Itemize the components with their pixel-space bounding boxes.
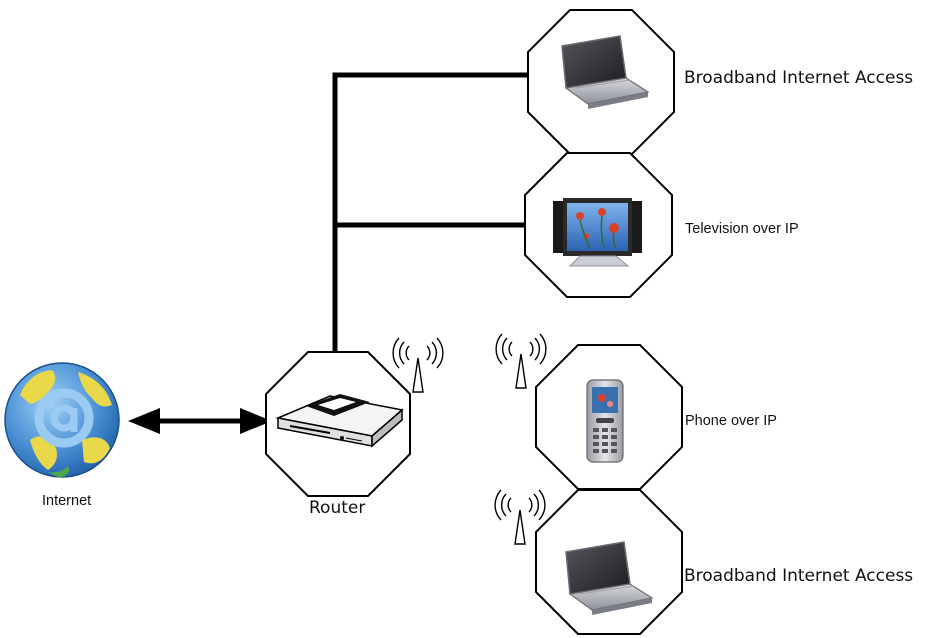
router-label: Router (309, 498, 366, 518)
arrow-head-left (128, 408, 160, 434)
antenna-icon-phone (495, 333, 547, 389)
television-icon (553, 198, 642, 267)
antenna-icon-laptop (494, 489, 546, 545)
arrow-head-right (240, 408, 272, 434)
internet-label: Internet (42, 493, 92, 509)
phone-label: Phone over IP (685, 413, 777, 429)
router-icon (275, 394, 404, 448)
television-label: Television over IP (685, 221, 799, 237)
globe-at-icon (4, 362, 120, 478)
laptop-icon-top (561, 35, 650, 109)
antenna-icon-router (392, 337, 444, 393)
octagon-frames (265, 9, 683, 635)
laptop-wired-label: Broadband Internet Access (684, 68, 914, 88)
double-arrow (128, 408, 272, 434)
wired-connections (332, 72, 537, 352)
laptop-icon-bottom (565, 541, 654, 615)
line-router-to-laptop (332, 72, 537, 352)
laptop-wireless-label: Broadband Internet Access (684, 566, 914, 586)
mobile-phone-icon (586, 379, 624, 463)
